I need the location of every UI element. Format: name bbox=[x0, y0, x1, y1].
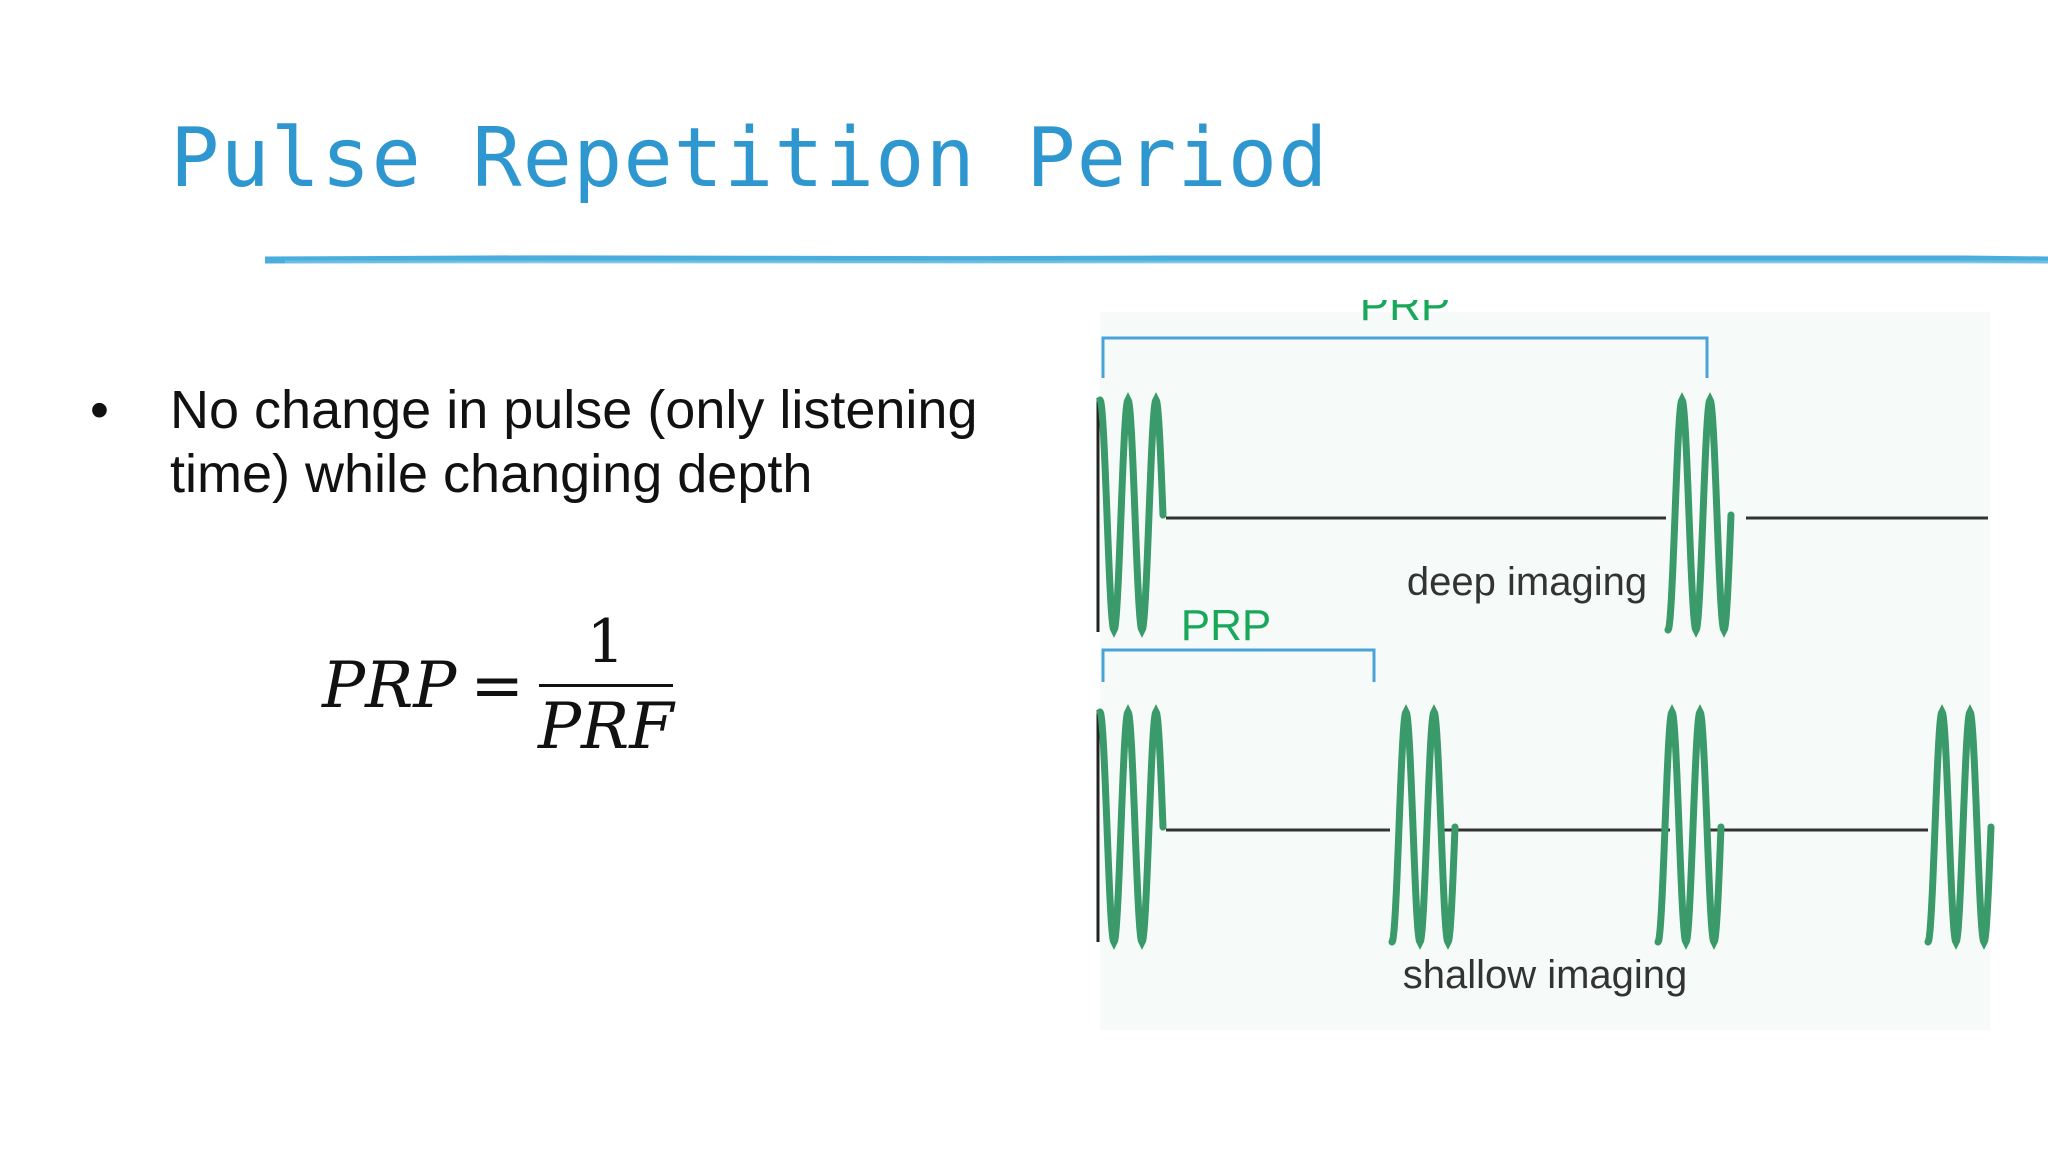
bullet-text: No change in pulse (only listening time)… bbox=[170, 380, 978, 504]
shallow-prp-label: PRP bbox=[1181, 601, 1271, 650]
deep-imaging-caption: deep imaging bbox=[1407, 560, 1647, 604]
formula-lhs: PRP bbox=[322, 648, 457, 723]
shallow-pulse-1 bbox=[1096, 704, 1167, 950]
formula-numerator: 1 bbox=[586, 607, 625, 677]
shallow-pulse-4 bbox=[1924, 704, 1995, 950]
pulse-diagram: PRP deep imaging PRP shallow imaging bbox=[1096, 300, 1995, 1030]
prp-formula: PRP = 1 PRF bbox=[322, 612, 674, 759]
formula-equals: = bbox=[470, 648, 524, 723]
shallow-pulse-3 bbox=[1654, 704, 1725, 950]
bullet-dot-icon: • bbox=[90, 380, 109, 440]
shallow-imaging-caption: shallow imaging bbox=[1403, 953, 1688, 997]
fraction-bar bbox=[538, 684, 673, 687]
deep-prp-label: PRP bbox=[1360, 300, 1450, 330]
bullet-item: • No change in pulse (only listening tim… bbox=[90, 378, 1050, 506]
shallow-pulse-2 bbox=[1388, 704, 1459, 950]
title-underline bbox=[265, 255, 2048, 264]
deep-pulse-1 bbox=[1096, 392, 1167, 638]
deep-pulse-2 bbox=[1664, 392, 1735, 638]
formula-fraction: 1 PRF bbox=[538, 612, 674, 759]
diagram-panel bbox=[1100, 312, 1990, 1030]
formula-denominator: PRF bbox=[537, 690, 674, 764]
shallow-prp-bracket bbox=[1101, 648, 1376, 682]
deep-prp-bracket bbox=[1101, 336, 1709, 378]
bullet-list: • No change in pulse (only listening tim… bbox=[90, 378, 1050, 506]
slide-title: Pulse Repetition Period bbox=[170, 111, 1329, 206]
